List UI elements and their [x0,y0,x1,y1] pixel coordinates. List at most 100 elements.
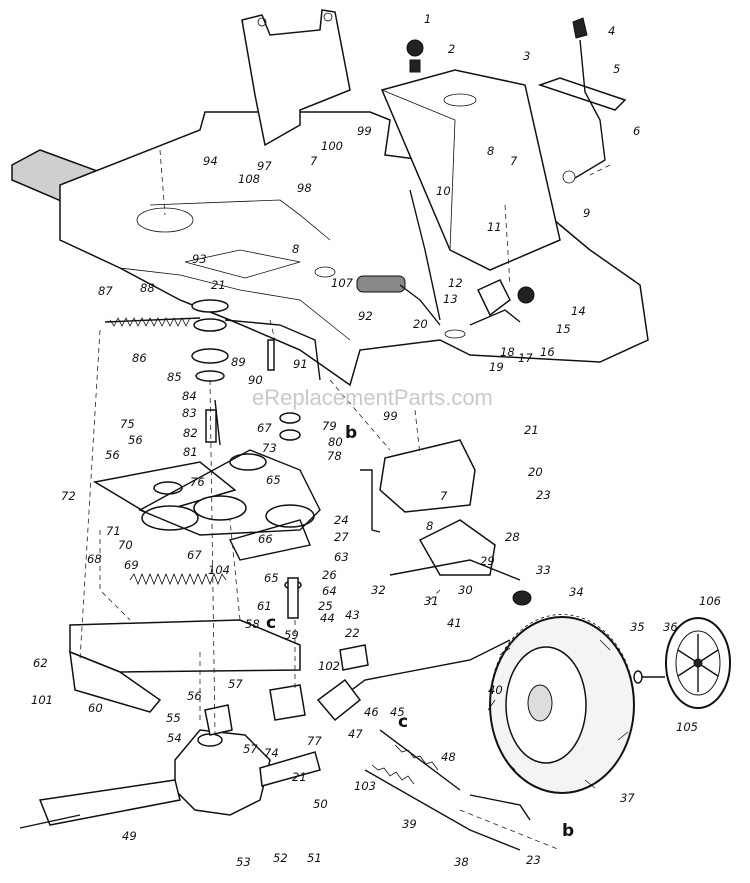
callout-67a: 67 [257,421,272,435]
callout-108: 108 [238,172,260,186]
callout-64: 64 [322,584,337,598]
callout-8a: 8 [487,144,494,158]
callout-85: 85 [167,370,182,384]
callout-106: 106 [699,594,721,608]
callout-26: 26 [322,568,337,582]
callout-45: 45 [390,705,405,719]
callout-59: 59 [284,628,299,642]
callout-56c: 56 [128,433,143,447]
callout-20b: 20 [528,465,543,479]
callout-33: 33 [536,563,551,577]
callout-16: 16 [540,345,555,359]
callout-7b: 7 [310,154,318,168]
tension-spring [104,317,201,327]
callout-20a: 20 [413,317,428,331]
callout-43: 43 [345,608,360,622]
clutch-linkage [316,644,369,722]
callout-28: 28 [505,530,520,544]
assembly-leaders [79,149,611,851]
shift-bracket [204,684,306,736]
dash-console [380,69,561,271]
callout-65a: 65 [266,473,281,487]
callout-81: 81 [183,445,198,459]
callout-51: 51 [307,851,322,865]
pulley-assembly [92,449,321,561]
callout-8c: 8 [426,519,433,533]
mount-plate [69,619,301,713]
callout-52: 52 [273,851,288,865]
callout-b-lower: b [562,821,574,841]
callout-46: 46 [364,705,379,719]
callout-23a: 23 [536,488,551,502]
callout-2: 2 [448,42,455,56]
callout-54: 54 [167,731,182,745]
callout-9: 9 [583,206,590,220]
callout-84: 84 [182,389,197,403]
callout-92: 92 [358,309,373,323]
callout-82: 82 [183,426,198,440]
seat-spring [356,275,441,326]
callout-60: 60 [88,701,103,715]
callout-6: 6 [633,124,640,138]
callout-18: 18 [500,345,515,359]
callout-105: 105 [676,720,698,734]
callout-87: 87 [98,284,113,298]
callout-88: 88 [140,281,155,295]
callout-73: 73 [262,441,277,455]
callout-97: 97 [257,159,272,173]
callout-102: 102 [318,659,340,673]
callout-89: 89 [231,355,246,369]
callout-38: 38 [454,855,469,869]
callout-34: 34 [569,585,584,599]
callout-99a: 99 [357,124,372,138]
callout-19: 19 [489,360,504,374]
callout-31: 31 [424,594,439,608]
callout-100: 100 [321,139,343,153]
hub-cap [665,617,731,709]
callout-78: 78 [327,449,342,463]
callout-21b: 21 [524,423,539,437]
callout-101: 101 [31,693,53,707]
callout-41: 41 [447,616,462,630]
callout-76: 76 [190,475,205,489]
callout-40: 40 [488,683,503,697]
shift-rod [409,189,441,321]
axle-washer [633,670,665,684]
callout-17: 17 [518,351,533,365]
callout-23b: 23 [526,853,541,867]
callout-4: 4 [608,24,615,38]
callout-47: 47 [348,727,363,741]
callout-99b: 99 [383,409,398,423]
callout-5: 5 [613,62,620,76]
callout-83: 83 [182,406,197,420]
callout-67b: 67 [187,548,202,562]
idler-arm [224,319,321,381]
callout-50: 50 [313,797,328,811]
callout-c-lower: c [398,712,408,732]
callout-74: 74 [264,746,279,760]
rear-wheel [487,614,635,794]
callout-b-upper: b [345,423,357,443]
callout-21c: 21 [292,770,307,784]
callout-48: 48 [441,750,456,764]
callout-75: 75 [120,417,135,431]
callout-10: 10 [436,184,451,198]
callout-36: 36 [663,620,678,634]
callout-22: 22 [345,626,360,640]
callout-57a: 57 [228,677,243,691]
callout-107: 107 [331,276,354,290]
callout-55: 55 [166,711,181,725]
callout-80: 80 [328,435,343,449]
callout-32: 32 [371,583,386,597]
brake-linkage [469,279,535,326]
callout-90: 90 [248,373,263,387]
return-spring [129,572,227,586]
callout-86: 86 [132,351,147,365]
callout-29: 29 [480,554,495,568]
callout-69: 69 [124,558,139,572]
callout-61: 61 [257,599,272,613]
frame-deck [59,111,649,387]
shift-knob [406,39,424,73]
callout-24: 24 [334,513,349,527]
